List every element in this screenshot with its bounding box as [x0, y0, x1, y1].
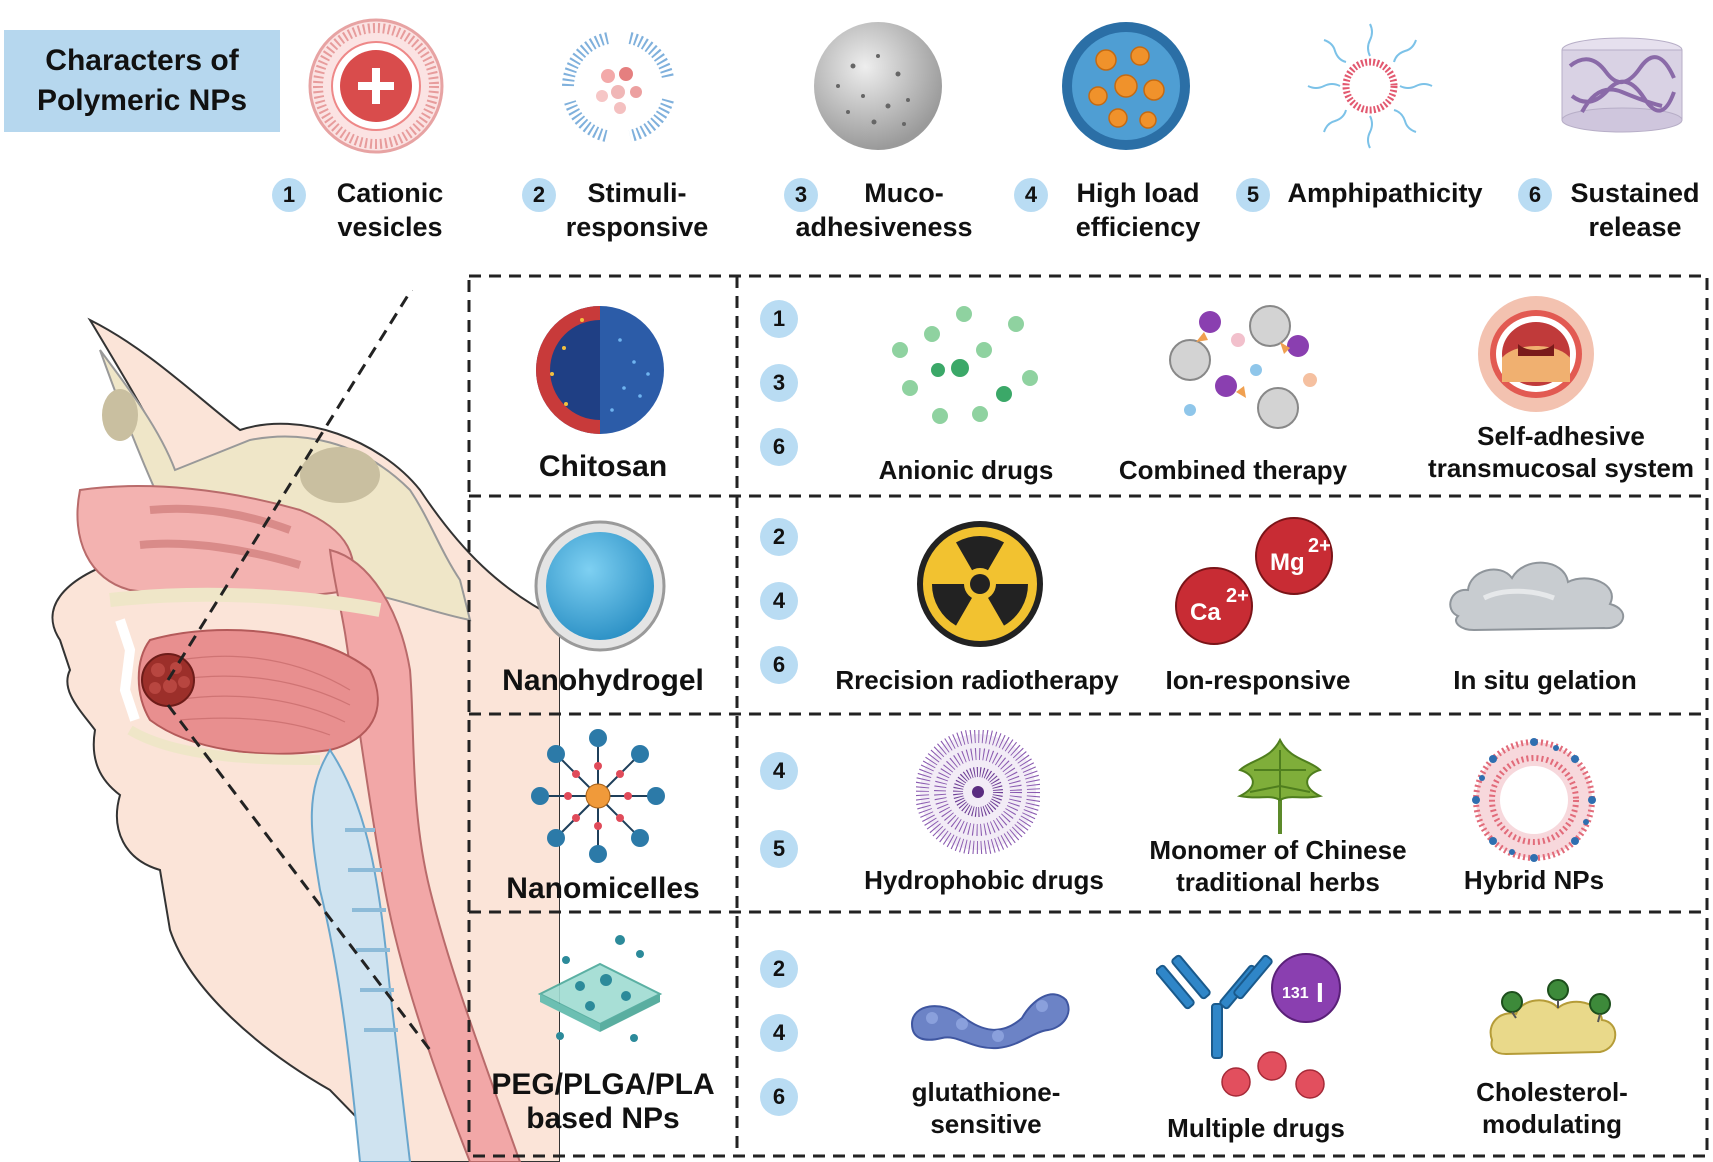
micelle-icon: [1307, 23, 1433, 149]
char-label-line1: Muco-: [864, 178, 944, 208]
feature-label-precision-radiotherapy: Rrecision radiotherapy: [835, 665, 1119, 695]
stimuli-responsive-icon: [562, 32, 674, 142]
number-badge: 2: [760, 950, 798, 988]
feature-label-self-adhesive-line2: transmucosal system: [1428, 453, 1694, 483]
chitosan-np-icon: [536, 306, 664, 434]
number-badge: 6: [760, 428, 798, 466]
character-5: 5 Amphipathicity: [1236, 176, 1506, 246]
number-badge: 4: [1014, 178, 1048, 212]
mouth-icon: [1478, 296, 1594, 412]
np-name-nanohydrogel: Nanohydrogel: [502, 664, 704, 697]
feature-label-combined-therapy: Combined therapy: [1118, 455, 1348, 485]
feature-label-ion-responsive: Ion-responsive: [1165, 665, 1351, 695]
number-badge: 2: [760, 518, 798, 556]
feature-label-hydrophobic-drugs: Hydrophobic drugs: [864, 865, 1104, 895]
hydrophobic-drug-icon: [916, 730, 1040, 854]
radiation-icon: [917, 521, 1043, 647]
number-badge: 5: [760, 830, 798, 868]
gel-cloud-icon: [1449, 561, 1625, 632]
number-badge: 3: [784, 178, 818, 212]
number-badge: 4: [760, 582, 798, 620]
char-label-line2: vesicles: [337, 212, 443, 242]
char-label-line2: release: [1588, 212, 1682, 242]
char-label-line2: efficiency: [1075, 212, 1201, 242]
herb-leaf-icon: [1236, 737, 1324, 834]
mg-symbol: Mg: [1270, 549, 1305, 576]
number-badge: 3: [760, 364, 798, 402]
cholesterol-icon: [1489, 979, 1617, 1056]
feature-label-cholesterol-line1: Cholesterol-: [1476, 1077, 1628, 1107]
anionic-drugs-icon: [892, 306, 1038, 424]
feature-label-glutathione-line1: glutathione-: [911, 1077, 1061, 1107]
np-name-nanomicelles: Nanomicelles: [506, 872, 700, 905]
feature-label-self-adhesive-line1: Self-adhesive: [1477, 421, 1645, 451]
iodine-mass-number: 131: [1282, 985, 1309, 1002]
char-label-line1: Stimuli-: [587, 178, 687, 208]
character-2: 2 Stimuli-responsive: [522, 176, 722, 246]
character-4: 4 High load efficiency: [1014, 176, 1214, 246]
number-badge: 6: [760, 646, 798, 684]
char-label-line2: responsive: [565, 212, 709, 242]
ca-symbol: Ca: [1190, 599, 1221, 626]
number-badge: 4: [760, 752, 798, 790]
char-label-line2: adhesiveness: [795, 212, 973, 242]
feature-label-in-situ-gelation: In situ gelation: [1453, 665, 1637, 695]
number-badge: 1: [760, 300, 798, 338]
glutathione-icon: [910, 993, 1070, 1050]
mg-charge: 2+: [1308, 535, 1331, 557]
multiple-drugs-icon: 131 I: [1156, 953, 1341, 1099]
iodine-symbol: I: [1316, 977, 1324, 1008]
feature-label-chinese-herbs-line1: Monomer of Chinese: [1149, 835, 1407, 865]
ca-charge: 2+: [1226, 585, 1249, 607]
char-label-line1: Amphipathicity: [1287, 178, 1483, 208]
feature-label-multiple-drugs: Multiple drugs: [1167, 1113, 1345, 1143]
nanomicelle-icon: [531, 729, 665, 863]
np-name-peg-plga-pla-line1: PEG/PLGA/PLA: [491, 1068, 715, 1101]
feature-label-glutathione-line2: sensitive: [930, 1109, 1042, 1139]
character-3: 3 Muco-adhesiveness: [784, 176, 984, 246]
title-line-1: Characters of: [45, 44, 239, 77]
nanohydrogel-icon: [534, 520, 666, 652]
feature-label-cholesterol-line2: modulating: [1481, 1109, 1623, 1139]
combined-therapy-icon: [1169, 305, 1317, 429]
cationic-vesicle-icon: [308, 18, 444, 154]
title-line-2: Polymeric NPs: [36, 84, 248, 117]
np-name-chitosan: Chitosan: [538, 450, 668, 483]
number-badge: 1: [272, 178, 306, 212]
ion-icon: Mg 2+ Ca 2+: [1175, 517, 1333, 645]
polymer-plate-np-icon: [537, 935, 663, 1042]
char-label-line1: Sustained: [1570, 178, 1700, 208]
number-badge: 2: [522, 178, 556, 212]
title-box: Characters of Polymeric NPs: [4, 30, 280, 132]
feature-label-anionic-drugs: Anionic drugs: [878, 455, 1054, 485]
number-badge: 5: [1236, 178, 1270, 212]
number-badge: 4: [760, 1014, 798, 1052]
mucoadhesive-sphere-icon: [814, 22, 942, 150]
char-label-line1: High load: [1076, 178, 1200, 208]
number-badge: 6: [760, 1078, 798, 1116]
polymer-matrix-icon: [1561, 37, 1683, 133]
np-name-peg-plga-pla-line2: based NPs: [526, 1102, 680, 1135]
number-badge: 6: [1518, 178, 1552, 212]
hybrid-np-icon: [1472, 738, 1596, 862]
loaded-sphere-icon: [1062, 22, 1190, 150]
character-6: 6 Sustained release: [1518, 176, 1710, 246]
feature-label-hybrid-nps: Hybrid NPs: [1463, 865, 1605, 895]
head-anatomy-illustration: [51, 290, 560, 1162]
char-label-line1: Cationic: [336, 178, 444, 208]
feature-label-chinese-herbs-line2: traditional herbs: [1176, 867, 1380, 897]
character-1: 1 Cationic vesicles: [272, 176, 472, 246]
